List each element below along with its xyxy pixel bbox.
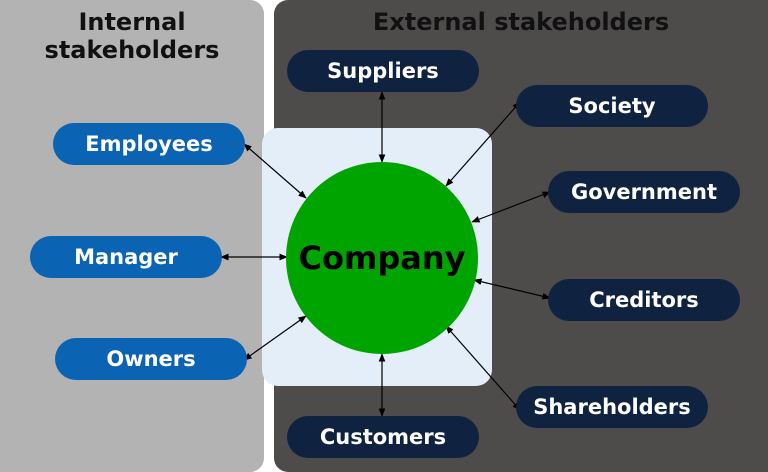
arrow-shareholders <box>445 325 521 411</box>
stakeholder-creditors: Creditors <box>548 279 740 321</box>
stakeholder-shareholders: Shareholders <box>516 386 708 428</box>
stakeholder-owners: Owners <box>55 338 247 380</box>
stakeholder-manager: Manager <box>30 236 222 278</box>
arrow-creditors <box>473 278 551 300</box>
stakeholder-government: Government <box>548 171 740 213</box>
stakeholder-customers: Customers <box>287 416 479 458</box>
stakeholder-suppliers: Suppliers <box>287 50 479 92</box>
arrow-government <box>471 191 551 223</box>
external-stakeholders-title: External stakeholders <box>372 8 670 36</box>
arrow-society <box>445 101 521 187</box>
internal-stakeholders-title: Internal stakeholders <box>44 8 220 64</box>
arrow-employees <box>243 143 307 199</box>
stakeholder-society: Society <box>516 85 708 127</box>
stakeholder-employees: Employees <box>53 123 245 165</box>
company-circle: Company <box>286 162 478 354</box>
arrow-owners <box>243 315 307 361</box>
